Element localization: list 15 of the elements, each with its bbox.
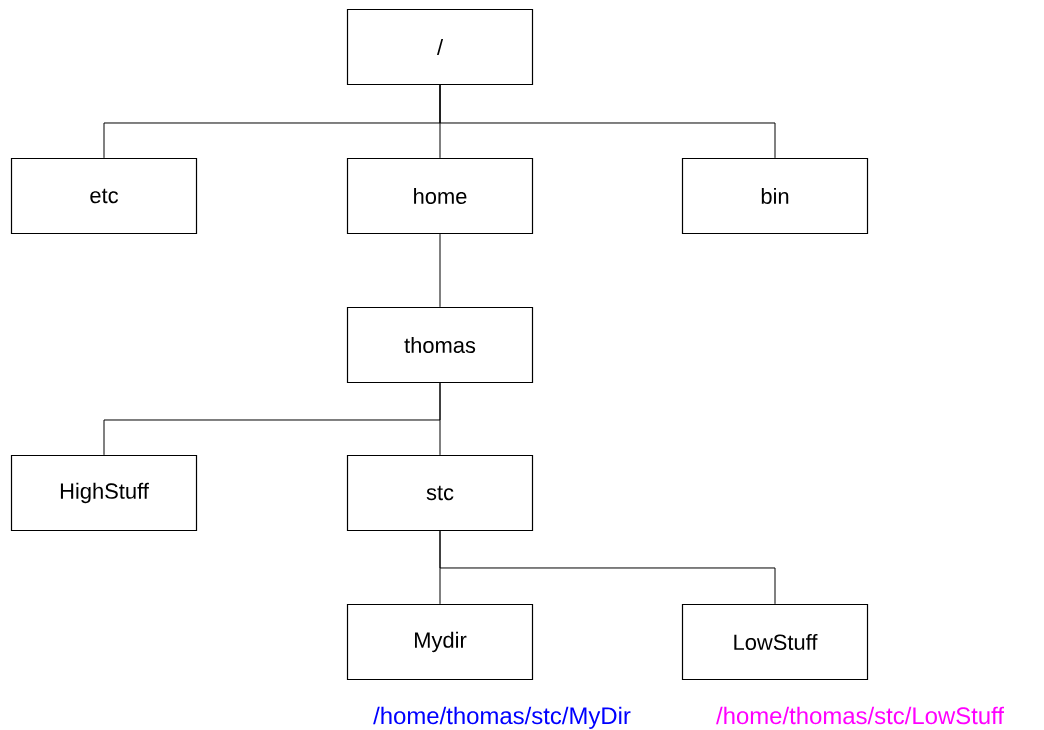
tree-connector — [439, 382, 441, 456]
folder-box: stc — [346, 454, 534, 532]
tree-connector — [439, 84, 776, 159]
folder-box: LowStuff — [681, 603, 869, 681]
folder-box: HighStuff — [10, 454, 198, 532]
path-label: /home/thomas/stc/MyDir — [373, 706, 631, 729]
folder-box: / — [346, 8, 534, 86]
tree-connector — [439, 233, 441, 308]
tree-connector — [439, 530, 776, 605]
folder-box: etc — [10, 157, 198, 235]
folder-box: thomas — [346, 306, 534, 384]
folder-box: home — [346, 157, 534, 235]
path-label: /home/thomas/stc/LowStuff — [716, 706, 1004, 725]
folder-box: bin — [681, 157, 869, 235]
folder-box: Mydir — [346, 603, 534, 681]
